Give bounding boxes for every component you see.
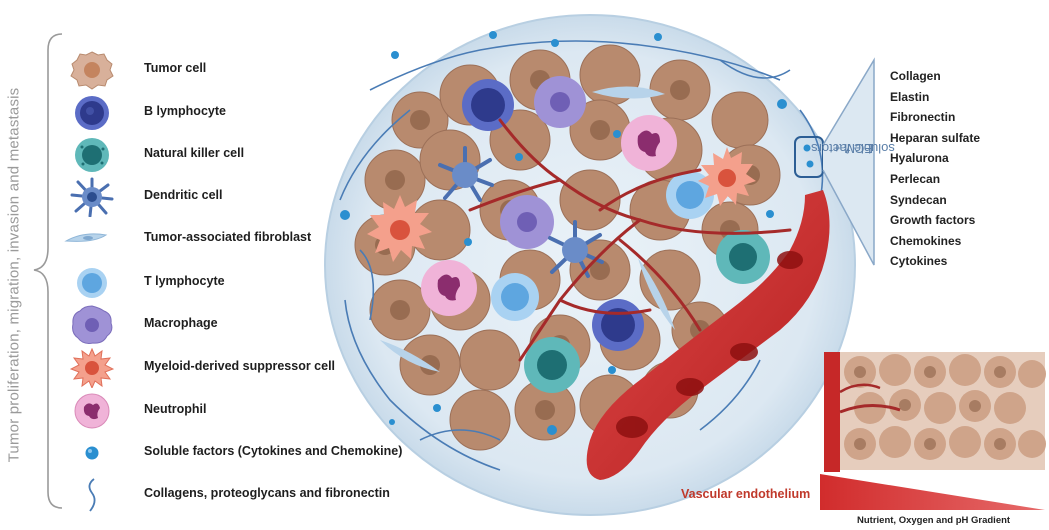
ecm-item: Collagen xyxy=(890,66,980,87)
ecm-callout-label: ECM +soluble factors xyxy=(833,78,873,218)
natural-killer-cell xyxy=(716,230,770,284)
ecm-item: Heparan sulfate xyxy=(890,128,980,149)
ecm-item: Chemokines xyxy=(890,231,980,252)
gradient-label: Nutrient, Oxygen and pH Gradient xyxy=(857,515,1010,526)
neutrophil xyxy=(421,260,477,316)
ecm-item: Cytokines xyxy=(890,251,980,272)
ecm-item: Elastin xyxy=(890,87,980,108)
macrophage xyxy=(500,195,554,249)
b-lymphocyte xyxy=(592,299,644,351)
ecm-item: Fibronectin xyxy=(890,107,980,128)
ecm-item: Perlecan xyxy=(890,169,980,190)
natural-killer-cell xyxy=(524,337,580,393)
ecm-label-line2: soluble factors xyxy=(811,140,895,156)
macrophage xyxy=(534,76,586,128)
t-lymphocyte xyxy=(491,273,539,321)
ecm-item: Growth factors xyxy=(890,210,980,231)
ecm-item: Syndecan xyxy=(890,190,980,211)
ecm-item: Hyalurona xyxy=(890,148,980,169)
ecm-component-list: Collagen Elastin Fibronectin Heparan sul… xyxy=(890,66,980,272)
neutrophil xyxy=(621,115,677,171)
gradient-panel xyxy=(820,352,1046,510)
b-lymphocyte xyxy=(462,79,514,131)
vascular-endothelium-label: Vascular endothelium xyxy=(681,487,810,501)
